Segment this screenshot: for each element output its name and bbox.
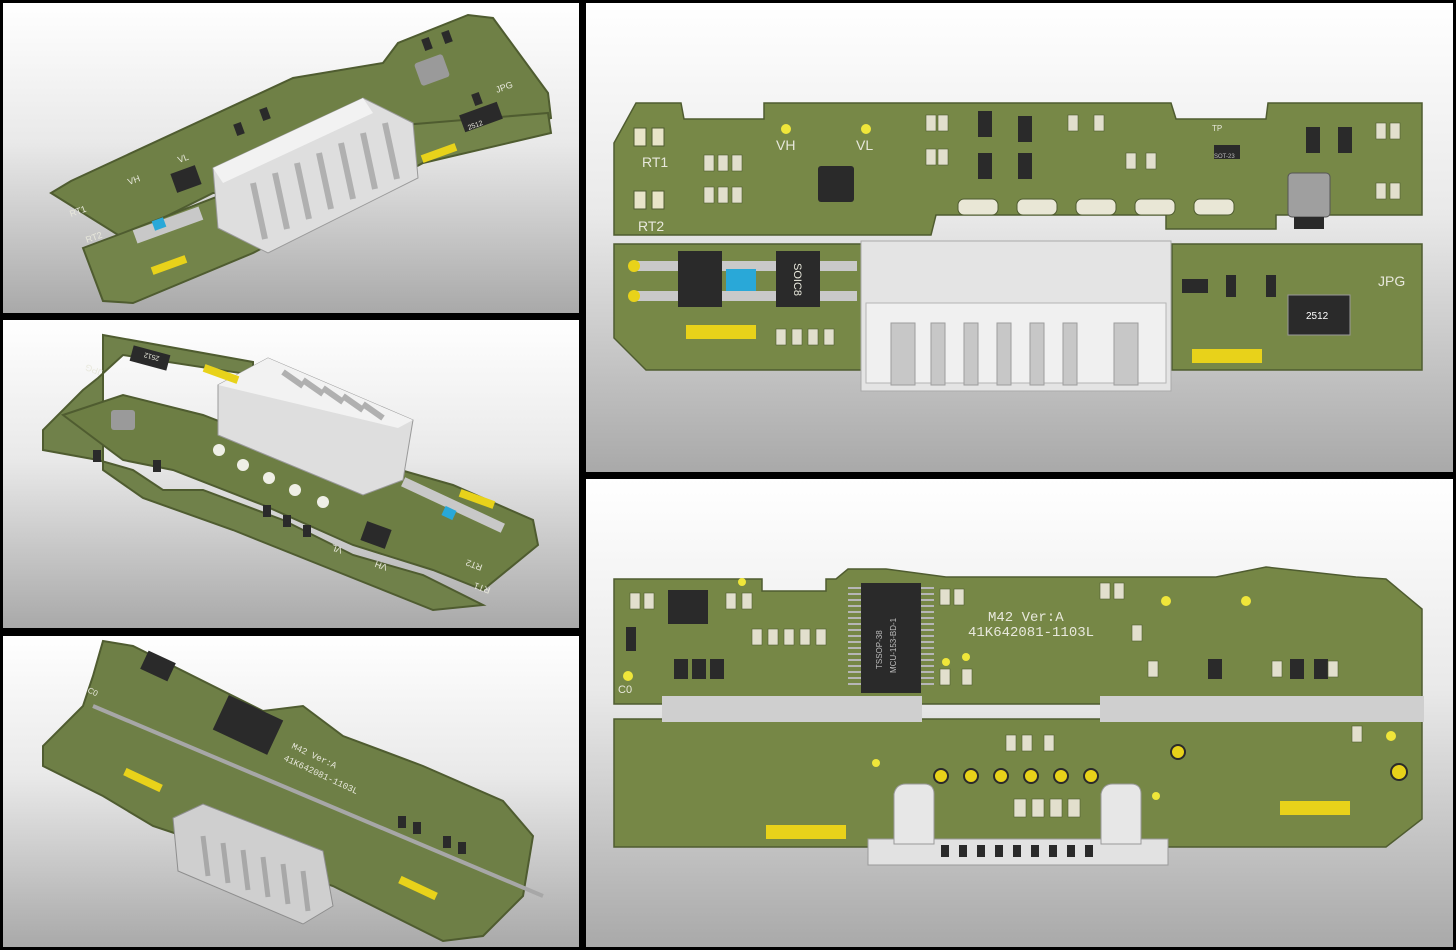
pcb-board-upper [42,333,487,612]
pcb-board-lower [613,718,1423,855]
yellow-pad [202,364,240,384]
pcb-render-iso-bottom: M42 Ver:A 41K642081-1103L C0 [42,639,544,943]
ic-tssop [212,695,284,755]
board-split-line [92,704,544,898]
ic-soic [140,650,176,682]
resistor-2512-label: 2512 [467,120,484,132]
blue-led [441,505,457,521]
switch-component [111,410,135,430]
ic-tssop [861,583,921,693]
board-gap [1100,696,1424,722]
pcb-render-bottom-plan: TSSOP-38 MCU-153-BD-1 M42 Ver:A 41K64208… [613,566,1424,866]
test-point [861,124,871,134]
resistor-2512 [129,345,171,371]
ic-soic [776,251,820,307]
white-connector [217,357,414,496]
white-connector [172,803,334,925]
label-jpg: JPG [1378,273,1405,289]
ic-qfn [818,166,854,202]
test-point [781,124,791,134]
switch-component [414,54,450,86]
label-c0: C0 [618,684,632,696]
resistor-2512-label: 2512 [143,350,160,361]
tssop-label: TSSOP-38 [875,630,884,669]
label-vl: VL [176,152,190,165]
yellow-pad [1192,349,1262,363]
yellow-pad [766,825,846,839]
led-bracket [632,291,857,301]
board-name-label: M42 Ver:A [988,610,1064,626]
yellow-pad [1280,801,1350,815]
view-iso-top: 2512 RT1 RT2 VH VL JPG [3,3,579,313]
sot23-group [978,111,1352,179]
label-c0: C0 [86,686,100,699]
ic-soic [668,590,708,624]
pad-round [628,260,640,272]
yellow-pad [150,255,188,275]
label-vl: VL [856,137,873,153]
passive-components [703,114,1401,346]
resistor-2512 [459,101,503,133]
board-pn-label: 41K642081-1103L [968,625,1094,641]
switch-component [1287,172,1331,218]
pcb-render-iso-top: 2512 RT1 RT2 VH VL JPG [49,13,553,305]
pcb-board [42,639,535,943]
test-points [738,578,1396,800]
yellow-pad [420,143,458,163]
tssop-part-label: MCU-153-BD-1 [889,617,898,673]
label-rt1: RT1 [642,154,668,170]
yellow-pad [458,489,496,509]
view-iso-bottom: M42 Ver:A 41K642081-1103L C0 [3,636,579,947]
pad-round [628,290,640,302]
blue-led [151,217,167,231]
pad-round [1170,744,1186,760]
pcb-render-top-plan: RT1 RT2 VH VL SOT-23 TP [613,102,1423,392]
led-row [957,198,1235,216]
led-bracket [632,261,857,271]
soic-label: SOIC8 [791,263,803,296]
white-connector [860,240,1172,392]
pcb-render-iso-rotated: 2512 JPG VL VH RT1 RT2 [42,333,540,612]
label-vh: VH [126,173,141,187]
white-connector [867,783,1169,866]
resistor-2512-label: 2512 [1306,311,1329,322]
board-gap [662,696,922,722]
connector-pin-pads [933,768,1099,784]
switch-base [1294,217,1324,229]
white-connector [212,97,419,254]
sot23-label: SOT-23 [1214,154,1235,160]
ic-qfn [170,165,202,193]
resistor-2512 [1287,294,1351,336]
label-vh: VH [776,137,795,153]
led-bracket [401,477,505,533]
label-jpg: JPG [84,362,104,377]
view-top-plan: RT1 RT2 VH VL SOT-23 TP [586,3,1453,472]
ic-soic [678,251,722,307]
blue-led [726,269,756,291]
label-vh: VH [374,559,389,573]
pad-round [1390,763,1408,781]
label-tp: TP [1212,124,1222,133]
yellow-pad [398,875,438,901]
label-rt2: RT2 [638,218,664,234]
passive-components [629,582,1363,818]
led-bracket [132,206,204,244]
yellow-pad [686,325,756,339]
test-point [623,671,633,681]
view-iso-rotated: 2512 JPG VL VH RT1 RT2 [3,320,579,628]
ic-qfn [360,521,392,549]
diodes [626,627,1328,679]
view-bottom-plan: TSSOP-38 MCU-153-BD-1 M42 Ver:A 41K64208… [586,479,1453,947]
rt-pads [633,127,665,210]
label-vl: VL [330,542,344,555]
yellow-pad [123,767,163,793]
